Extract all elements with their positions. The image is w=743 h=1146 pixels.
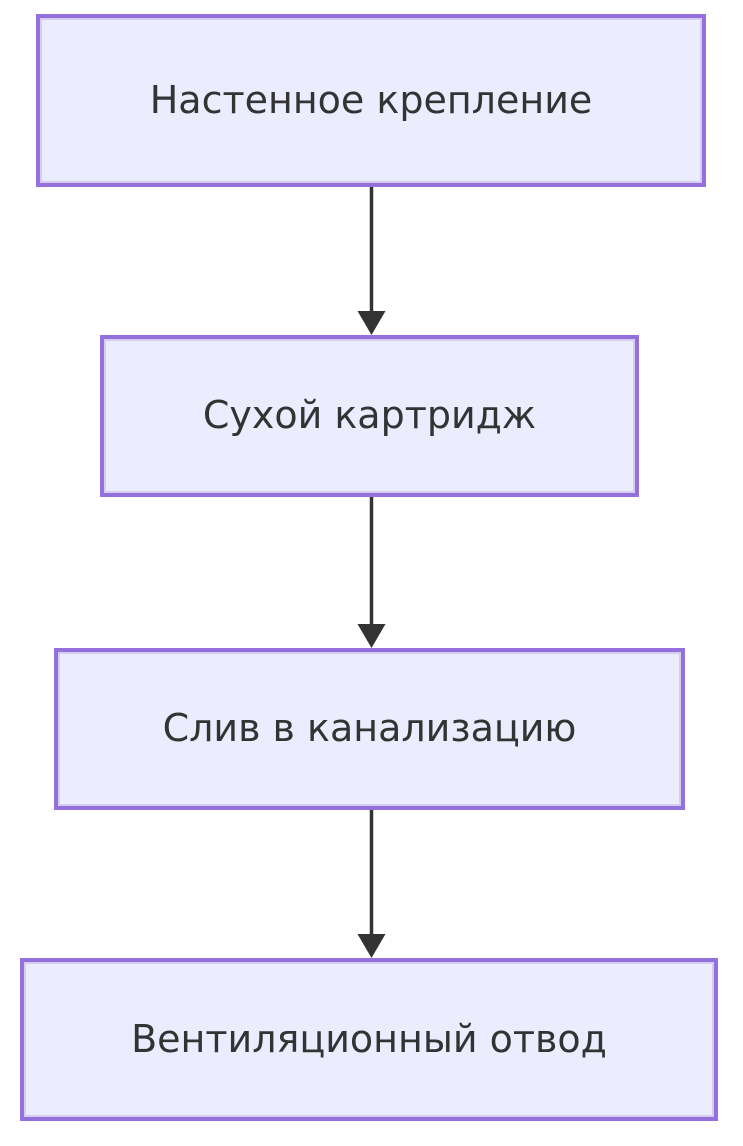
node-vent-outlet: Вентиляционный отвод (20, 958, 718, 1121)
node-vent-outlet-label: Вентиляционный отвод (131, 1016, 607, 1061)
node-sewer-drain-label: Слив в канализацию (162, 706, 577, 751)
node-wall-mount-label: Настенное крепление (149, 77, 593, 122)
arrow-sewer-drain-to-vent-outlet (357, 810, 386, 958)
node-sewer-drain: Слив в канализацию (54, 648, 685, 810)
node-dry-cartridge-label: Сухой картридж (202, 393, 537, 438)
node-dry-cartridge: Сухой картридж (100, 335, 639, 497)
arrow-wall-mount-to-dry-cartridge (357, 187, 386, 335)
node-wall-mount: Настенное крепление (36, 14, 706, 187)
arrow-dry-cartridge-to-sewer-drain (357, 497, 386, 648)
